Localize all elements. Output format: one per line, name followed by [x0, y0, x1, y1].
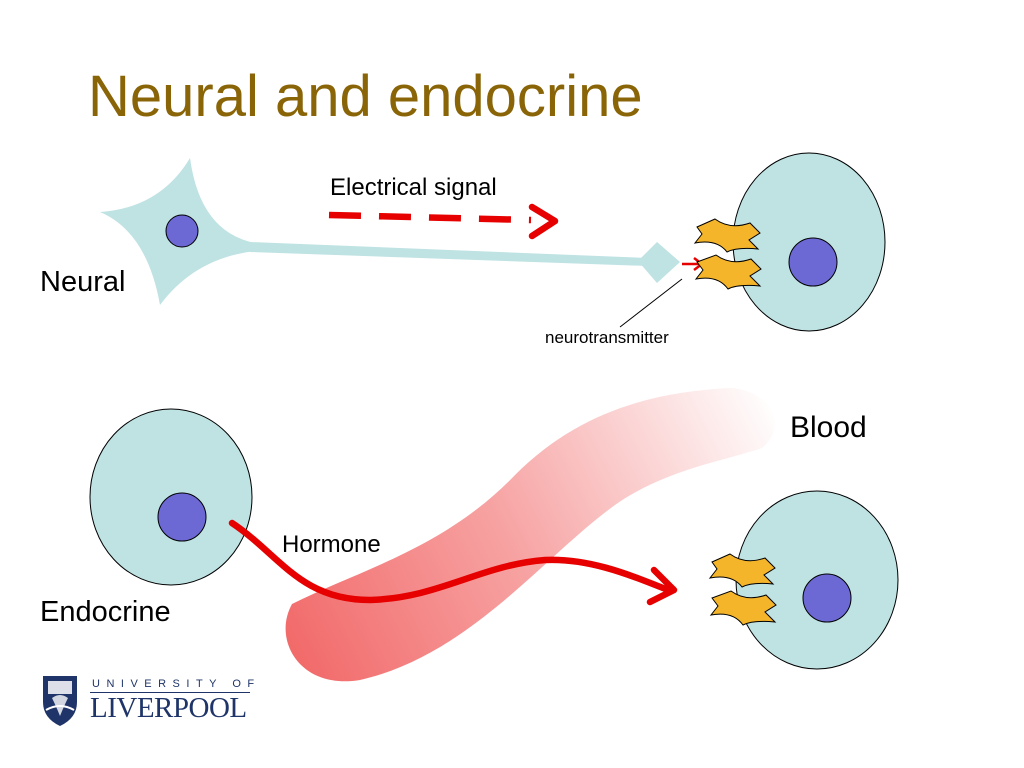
axon-terminal [638, 242, 680, 283]
logo-divider [90, 692, 250, 693]
neuron-nucleus [165, 214, 199, 248]
endocrine-receptor-top [708, 553, 776, 588]
neuron-axon [250, 242, 648, 266]
hormone-arrow [228, 519, 672, 604]
crest-icon [43, 676, 77, 726]
electrical-signal-arrowhead [528, 203, 559, 240]
neurotransmitter-leader [619, 278, 683, 328]
hormone-label: Hormone [282, 531, 381, 558]
blood-vessel [285, 388, 776, 682]
endocrine-nucleus [157, 492, 207, 542]
endocrine-label: Endocrine [40, 596, 171, 628]
endocrine-target-nucleus [802, 573, 852, 623]
university-logo: UNIVERSITY OF LIVERPOOL [40, 670, 260, 730]
blood-label: Blood [790, 411, 867, 444]
logo-university-of: UNIVERSITY OF [92, 678, 261, 690]
neural-label: Neural [40, 266, 126, 298]
slide-title: Neural and endocrine [88, 64, 643, 129]
electrical-signal-label: Electrical signal [330, 174, 497, 201]
hormone-arrowhead [646, 566, 678, 606]
electrical-signal-arrow [328, 211, 532, 224]
neural-receptor-bottom [694, 254, 762, 290]
neural-receptor-top [693, 218, 761, 253]
logo-liverpool: LIVERPOOL [90, 692, 247, 724]
neurotransmitter-label: neurotransmitter [545, 328, 669, 347]
endocrine-receptor-bottom [709, 590, 777, 626]
neural-target-nucleus [788, 237, 838, 287]
